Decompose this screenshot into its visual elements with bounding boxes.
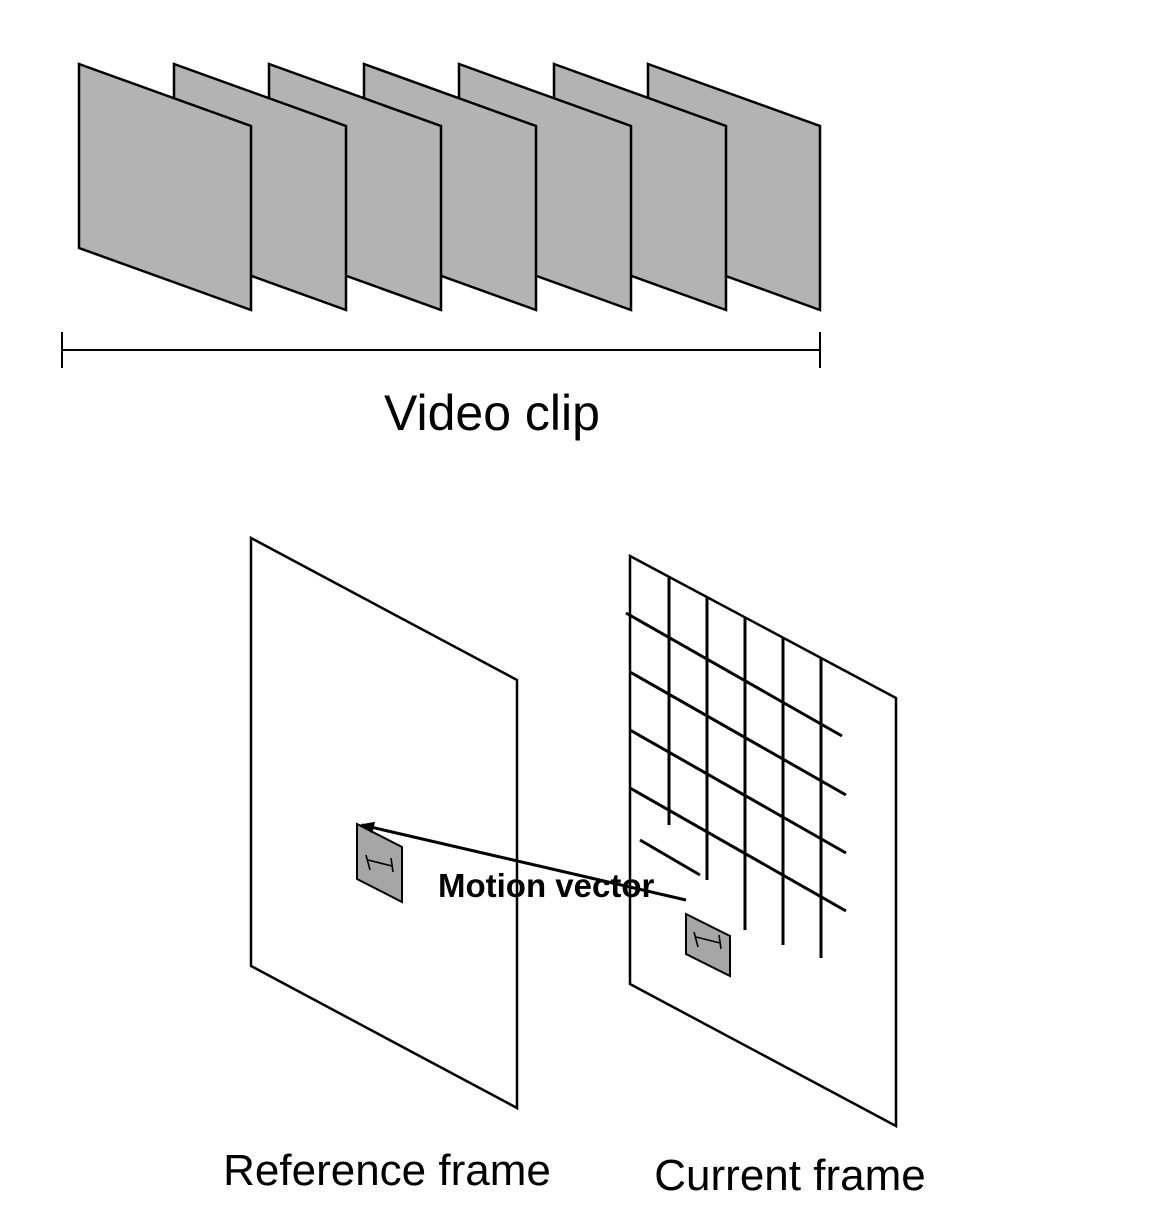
video-clip-label: Video clip [384, 385, 600, 441]
block-glyph-icon [365, 854, 394, 873]
video-clip-frames [77, 62, 822, 312]
video-frame-1 [77, 62, 253, 312]
reference-frame [249, 535, 519, 1111]
current-frame-grid [625, 578, 847, 958]
motion-vector-label: Motion vector [438, 867, 654, 904]
video-clip-span [61, 332, 821, 368]
reference-block [356, 822, 403, 904]
current-block [685, 912, 731, 978]
motion-vector-arrow [360, 821, 687, 902]
reference-frame-label: Reference frame [223, 1146, 551, 1195]
block-glyph-icon [693, 931, 722, 950]
current-frame-label: Current frame [654, 1151, 925, 1200]
current-frame [628, 553, 898, 1129]
